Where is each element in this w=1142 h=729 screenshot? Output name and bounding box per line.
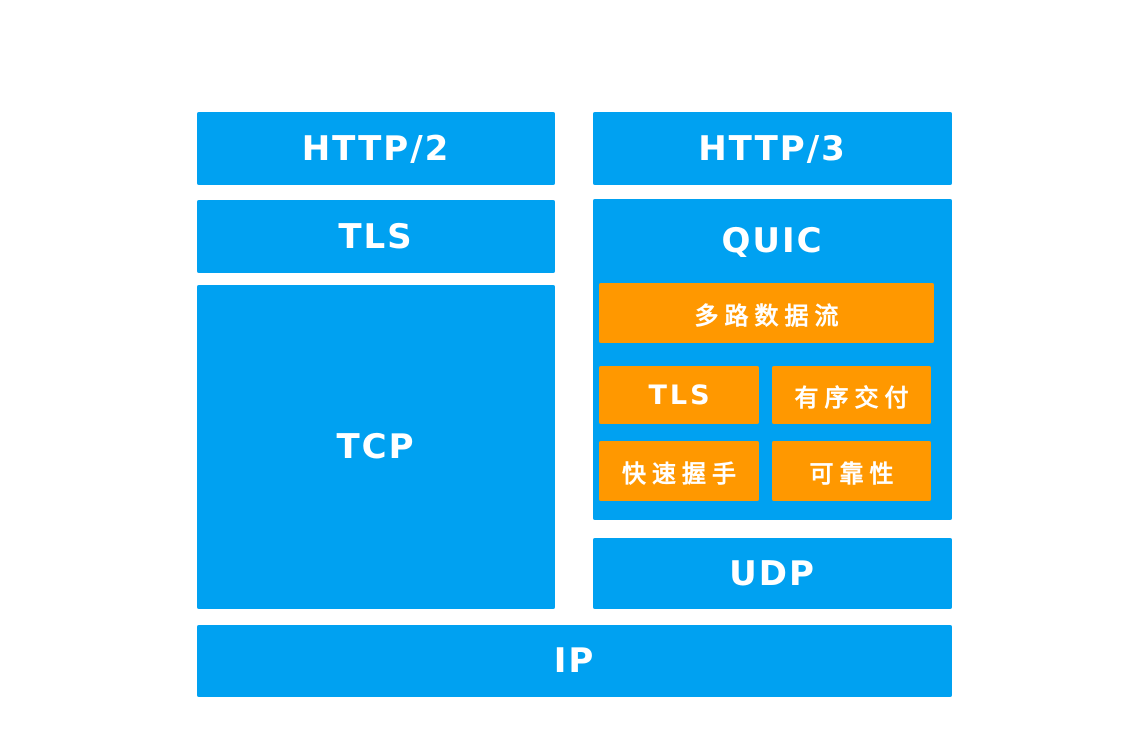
tcp-box: TCP	[197, 285, 555, 609]
quic-feature-fast-handshake-box: 快速握手	[599, 441, 759, 501]
quic-feature-multiplexing-label: 多路数据流	[694, 301, 845, 330]
quic-label-zone: QUIC	[593, 199, 952, 283]
tcp-label: TCP	[336, 427, 416, 467]
ip-box: IP	[197, 625, 952, 697]
http2-box: HTTP/2	[197, 112, 555, 185]
quic-feature-tls-box: TLS	[599, 366, 759, 424]
quic-feature-fast-handshake-label: 快速握手	[622, 459, 742, 488]
quic-feature-ordered-delivery-label: 有序交付	[794, 383, 915, 412]
tls-box: TLS	[197, 200, 555, 273]
quic-feature-reliability-label: 可靠性	[809, 459, 900, 488]
quic-feature-tls-label: TLS	[648, 379, 713, 411]
udp-label: UDP	[729, 553, 816, 594]
quic-feature-multiplexing-box: 多路数据流	[599, 283, 934, 343]
udp-box: UDP	[593, 538, 952, 609]
quic-box: QUIC 多路数据流 TLS 有序交付 快速握手 可靠性	[593, 199, 952, 520]
quic-label: QUIC	[721, 221, 824, 261]
tls-label: TLS	[338, 216, 414, 257]
quic-feature-reliability-box: 可靠性	[772, 441, 931, 501]
http3-box: HTTP/3	[593, 112, 952, 185]
ip-label: IP	[553, 641, 596, 681]
http2-label: HTTP/2	[301, 128, 451, 169]
quic-feature-ordered-delivery-box: 有序交付	[772, 366, 931, 424]
http3-label: HTTP/3	[698, 128, 847, 169]
